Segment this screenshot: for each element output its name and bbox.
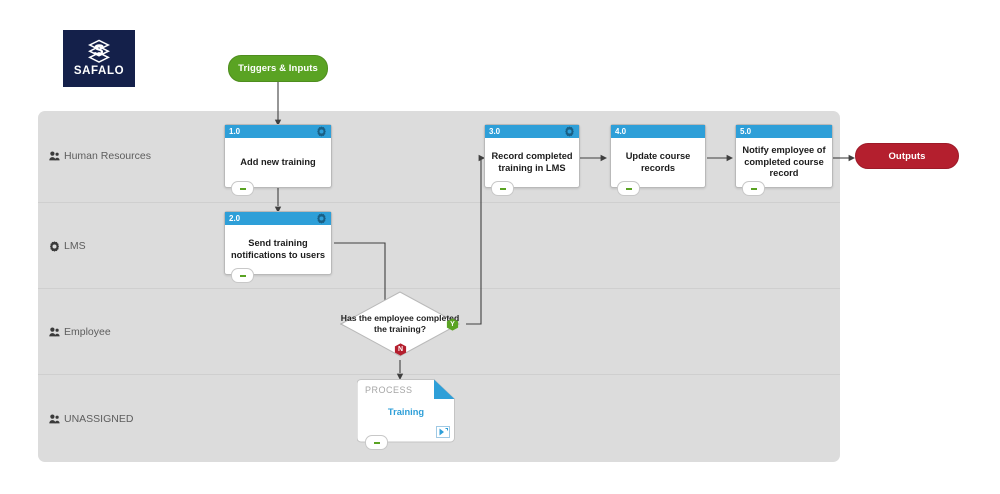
activity-header: 1.0 bbox=[225, 125, 331, 138]
activity-text: Send training notifications to users bbox=[230, 238, 325, 260]
diamond-shape bbox=[340, 291, 460, 357]
branch-label-no: N bbox=[397, 346, 404, 353]
lane-header-lms: LMS bbox=[49, 240, 86, 252]
branch-label-yes: Y bbox=[450, 321, 455, 328]
activity-body: Record completed training in LMS bbox=[485, 138, 579, 187]
subprocess-kicker: PROCESS bbox=[365, 385, 413, 395]
activity-send-training-notifications[interactable]: 2.0 Send training notifications to users bbox=[224, 211, 332, 283]
minus-icon bbox=[750, 187, 757, 190]
activity-header: 2.0 bbox=[225, 212, 331, 225]
activity-text: Notify employee of completed course reco… bbox=[742, 145, 826, 179]
swimlane-human-resources: Human Resources bbox=[38, 111, 840, 202]
gear-icon bbox=[50, 240, 59, 252]
document-shape bbox=[357, 379, 455, 443]
activity-header: 3.0 bbox=[485, 125, 579, 138]
gear-icon[interactable] bbox=[316, 213, 327, 224]
activity-record-completed-training[interactable]: 3.0 Record completed training in LMS bbox=[484, 124, 580, 196]
hexagon-shape bbox=[394, 343, 407, 356]
activity-collapse-chip[interactable] bbox=[231, 268, 254, 283]
minus-icon bbox=[625, 187, 632, 190]
lane-label-unassigned: UNASSIGNED bbox=[64, 413, 134, 425]
minus-icon bbox=[499, 187, 506, 190]
users-icon bbox=[49, 414, 60, 424]
activity-collapse-chip[interactable] bbox=[742, 181, 765, 196]
activity-add-new-training[interactable]: 1.0 Add new training bbox=[224, 124, 332, 196]
expand-arrow-icon[interactable] bbox=[436, 426, 450, 438]
activity-body: Send training notifications to users bbox=[225, 225, 331, 274]
gear-icon[interactable] bbox=[316, 126, 327, 137]
branch-badge-no[interactable]: N bbox=[394, 343, 407, 356]
branch-badge-yes[interactable]: Y bbox=[446, 318, 459, 331]
lane-label-human-resources: Human Resources bbox=[64, 150, 151, 162]
lane-label-employee: Employee bbox=[64, 326, 111, 338]
swimlane-unassigned: UNASSIGNED bbox=[38, 374, 840, 462]
users-icon bbox=[49, 327, 60, 337]
subprocess-name[interactable]: Training bbox=[387, 407, 425, 417]
activity-number: 2.0 bbox=[229, 213, 241, 223]
brand-wordmark: SAFALO bbox=[73, 65, 125, 78]
subprocess-node[interactable]: PROCESS Training bbox=[357, 379, 455, 450]
lane-label-lms: LMS bbox=[64, 240, 86, 252]
brand-logo: SAFALO bbox=[63, 30, 135, 87]
lane-header-human-resources: Human Resources bbox=[49, 150, 151, 162]
activity-body: Add new training bbox=[225, 138, 331, 187]
minus-icon bbox=[239, 187, 246, 190]
activity-header: 5.0 bbox=[736, 125, 832, 138]
hexagon-shape bbox=[446, 318, 459, 331]
minus-icon bbox=[239, 274, 246, 277]
activity-number: 5.0 bbox=[740, 126, 752, 136]
activity-number: 1.0 bbox=[229, 126, 241, 136]
swimlane-employee: Employee bbox=[38, 288, 840, 374]
activity-body: Update course records bbox=[611, 138, 705, 187]
expand-arrow-glyph bbox=[439, 428, 448, 436]
lane-header-employee: Employee bbox=[49, 326, 111, 338]
subprocess-collapse-chip[interactable] bbox=[365, 435, 388, 450]
activity-collapse-chip[interactable] bbox=[231, 181, 254, 196]
swimlane-lms: LMS bbox=[38, 202, 840, 288]
activity-number: 3.0 bbox=[489, 126, 501, 136]
activity-text: Add new training bbox=[240, 156, 316, 167]
activity-update-course-records[interactable]: 4.0 Update course records bbox=[610, 124, 706, 196]
users-icon bbox=[49, 151, 60, 161]
activity-text: Update course records bbox=[625, 151, 691, 173]
activity-text: Record completed training in LMS bbox=[491, 151, 573, 173]
activity-notify-employee[interactable]: 5.0 Notify employee of completed course … bbox=[735, 124, 833, 196]
activity-collapse-chip[interactable] bbox=[617, 181, 640, 196]
activity-header: 4.0 bbox=[611, 125, 705, 138]
activity-body: Notify employee of completed course reco… bbox=[736, 138, 832, 187]
activity-number: 4.0 bbox=[615, 126, 627, 136]
decision-node[interactable]: Has the employee completed the training?… bbox=[340, 291, 460, 357]
stacked-hexagon-s-logo-icon bbox=[88, 39, 110, 64]
activity-collapse-chip[interactable] bbox=[491, 181, 514, 196]
minus-icon bbox=[373, 441, 380, 444]
start-terminator[interactable]: Triggers & Inputs bbox=[228, 55, 328, 82]
gear-icon[interactable] bbox=[564, 126, 575, 137]
end-terminator[interactable]: Outputs bbox=[855, 143, 959, 169]
lane-header-unassigned: UNASSIGNED bbox=[49, 413, 133, 425]
